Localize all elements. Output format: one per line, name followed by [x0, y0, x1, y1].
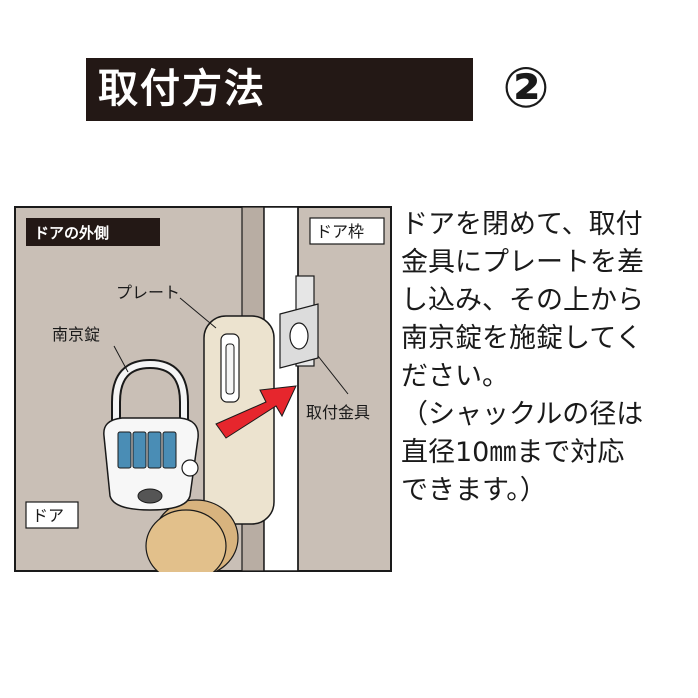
insert-arrow: [215, 385, 297, 439]
section-title-bar: 取付方法: [86, 58, 473, 121]
label-outside-of-door: ドアの外側: [34, 224, 109, 242]
instruction-line: 金具にプレートを差: [401, 247, 644, 278]
label-padlock: 南京錠: [52, 325, 100, 344]
instruction-line: ドアを閉めて、取付: [401, 209, 643, 240]
mounting-bracket: [279, 275, 319, 369]
instruction-line: し込み、その上から: [401, 285, 644, 316]
label-door-frame: ドア枠: [316, 222, 364, 241]
label-plate: プレート: [116, 283, 180, 302]
label-mounting-bracket: 取付金具: [306, 403, 370, 422]
step-number-badge: ②: [502, 56, 550, 121]
instruction-line: 南京錠を施錠してく: [401, 323, 643, 354]
instruction-line: （シャックルの径は: [401, 399, 644, 430]
installation-illustration: ドアの外側 ドア枠 プレート 南京錠 取付金具 ドア: [14, 206, 392, 572]
padlock: [103, 358, 199, 511]
instruction-text: ドアを閉めて、取付 金具にプレートを差 し込み、その上から 南京錠を施錠してく …: [401, 206, 689, 510]
instruction-line: ださい。: [401, 361, 509, 392]
section-title: 取付方法: [98, 66, 266, 112]
instruction-line: 直径10㎜まで対応: [401, 437, 625, 468]
door-knob: [145, 499, 239, 572]
label-door: ドア: [32, 506, 64, 525]
instruction-line: できます。）: [401, 475, 547, 506]
